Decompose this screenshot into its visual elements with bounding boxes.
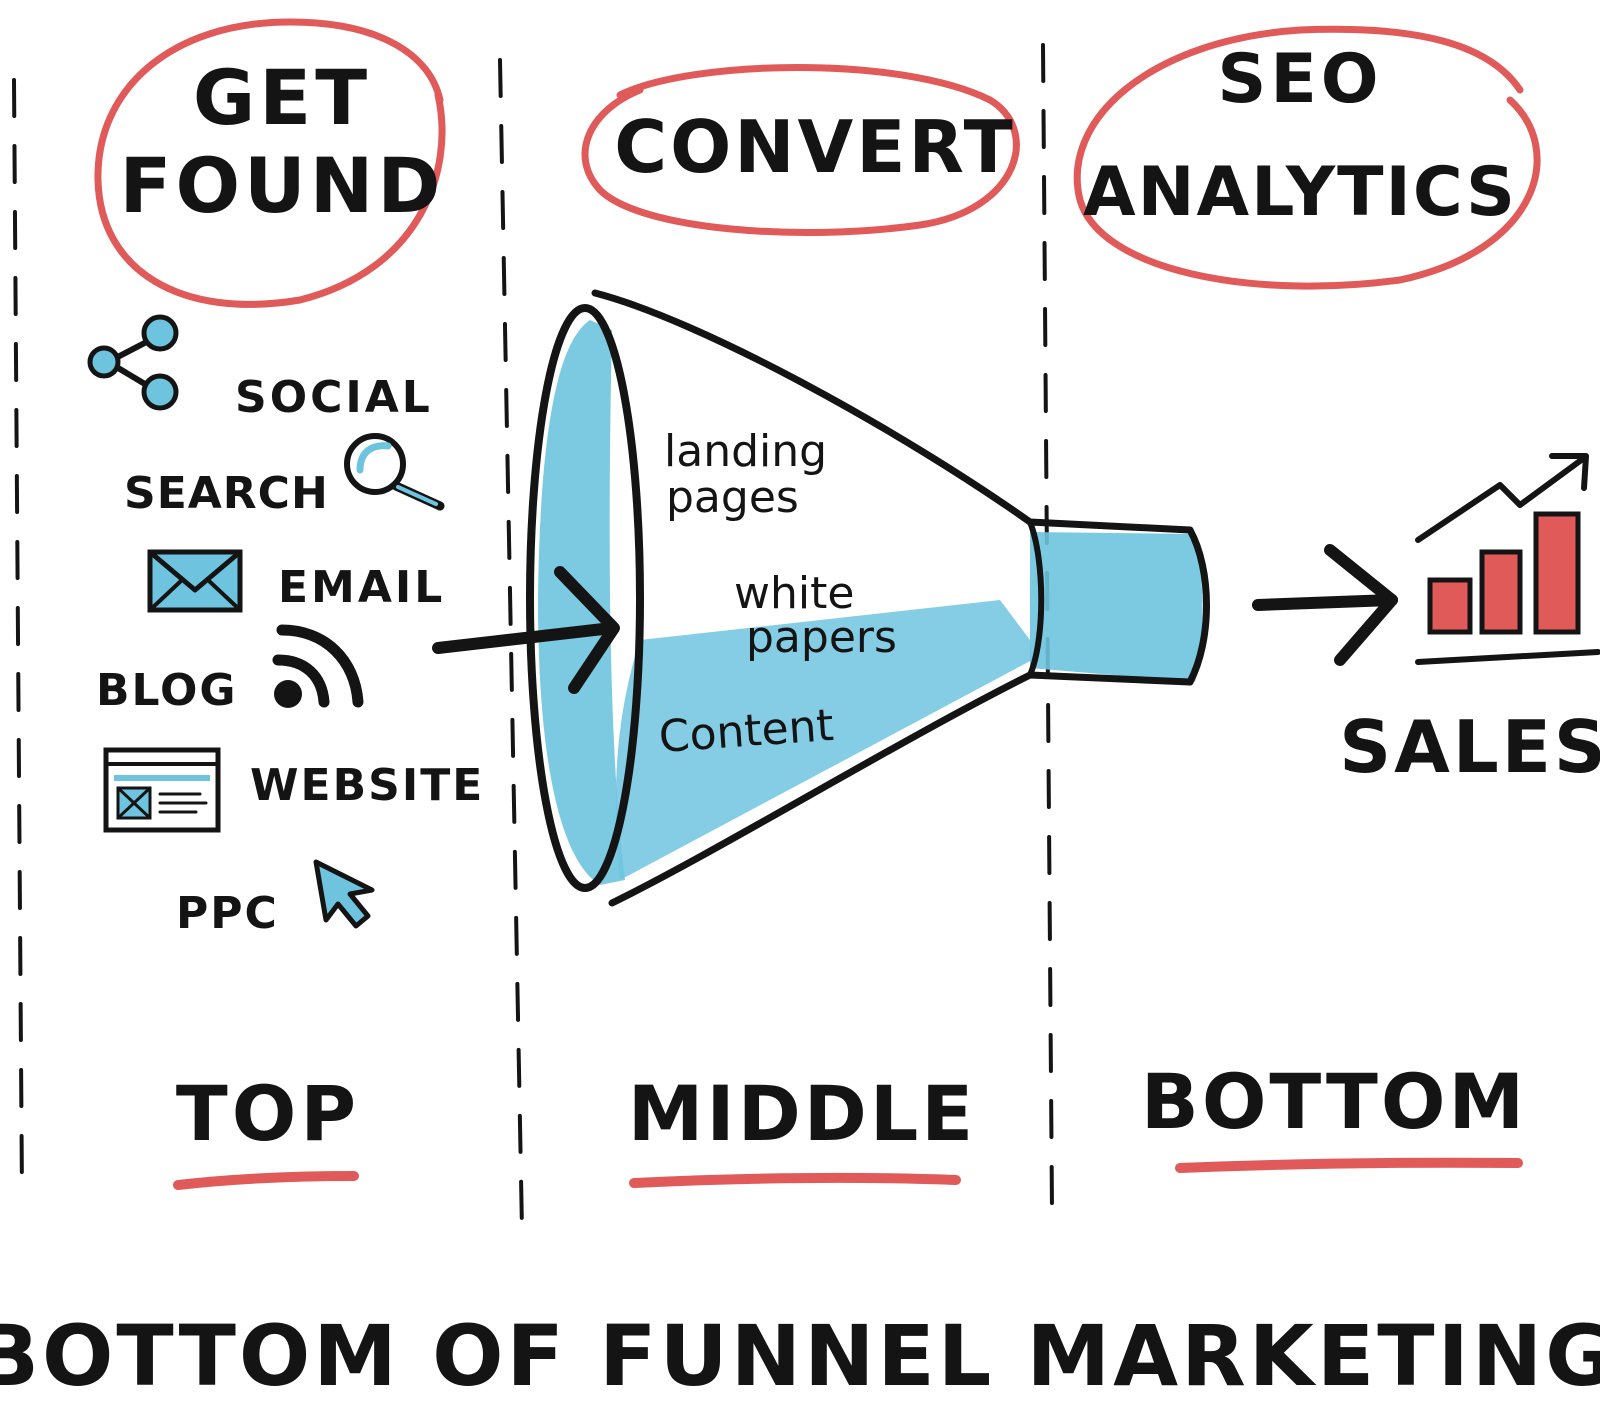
arrow-into-funnel	[432, 566, 620, 694]
share-icon	[87, 314, 179, 411]
cursor-icon	[313, 859, 375, 929]
divider-left	[12, 78, 24, 1197]
channel-social-label: SOCIAL	[235, 372, 433, 423]
heading-circle-get-found	[94, 18, 446, 308]
envelope-icon	[147, 549, 243, 613]
underline-middle	[629, 1172, 961, 1188]
heading-circle-convert	[581, 64, 1020, 236]
underline-bottom	[1175, 1157, 1523, 1173]
funnel-neck	[1027, 519, 1045, 678]
funnel-item-white-papers-line1: white	[734, 568, 854, 619]
column-dividers	[12, 43, 1054, 1232]
sales-label: SALES	[1339, 705, 1600, 789]
channel-search: SEARCH	[124, 433, 445, 519]
heading-get-found-line1: GET	[193, 53, 371, 142]
funnel-item-white-papers-line2: papers	[746, 612, 897, 663]
channel-ppc-label: PPC	[176, 888, 279, 939]
channel-blog: BLOG	[96, 624, 364, 716]
funnel-spout-end	[1186, 526, 1210, 686]
channel-blog-label: BLOG	[96, 665, 238, 716]
channel-search-label: SEARCH	[124, 468, 329, 519]
magnifier-icon	[344, 433, 445, 511]
column-labels: TOP MIDDLE BOTTOM	[173, 1057, 1527, 1190]
heading-seo-analytics-line2: ANALYTICS	[1083, 153, 1517, 232]
channel-website: WEBSITE	[103, 747, 484, 833]
webpage-icon	[103, 747, 221, 833]
funnel-item-landing-pages-line2: pages	[666, 472, 799, 523]
heading-convert-text: CONVERT	[614, 105, 1016, 189]
channel-social: SOCIAL	[87, 314, 433, 423]
underline-top	[173, 1171, 359, 1190]
funnel-graphic: landing pages white papers Content	[526, 289, 1210, 907]
heading-get-found-line2: FOUND	[120, 141, 445, 230]
funnel-upper-edge	[591, 289, 1194, 534]
heading-convert: CONVERT	[581, 64, 1020, 236]
column-label-middle: MIDDLE	[628, 1069, 976, 1158]
channel-email-label: EMAIL	[278, 562, 445, 613]
heading-seo-analytics-line1: SEO	[1217, 40, 1382, 119]
funnel-fill-lower	[615, 600, 1032, 880]
channel-email: EMAIL	[147, 549, 445, 613]
channel-website-label: WEBSITE	[250, 760, 484, 811]
funnel-fill-spout	[1030, 532, 1203, 682]
channel-ppc: PPC	[176, 859, 375, 939]
column-label-top: TOP	[176, 1069, 360, 1158]
heading-circle-seo-analytics	[1073, 25, 1541, 290]
funnel-mouth	[526, 304, 644, 892]
rss-icon	[272, 624, 364, 708]
heading-get-found: GET FOUND	[94, 18, 446, 308]
bar-chart-growth-icon	[1415, 453, 1600, 665]
funnel-lower-edge	[608, 671, 1194, 907]
column-label-bottom: BOTTOM	[1141, 1057, 1527, 1146]
heading-seo-analytics: SEO ANALYTICS	[1073, 25, 1541, 290]
footer-title: BOTTOM OF FUNNEL MARKETING	[0, 1307, 1600, 1405]
channel-list: SOCIAL SEARCH EMAIL BLOG	[87, 314, 484, 939]
funnel-item-content: Content	[657, 700, 835, 763]
arrow-to-sales	[1252, 544, 1398, 666]
funnel-item-landing-pages-line1: landing	[664, 426, 827, 477]
